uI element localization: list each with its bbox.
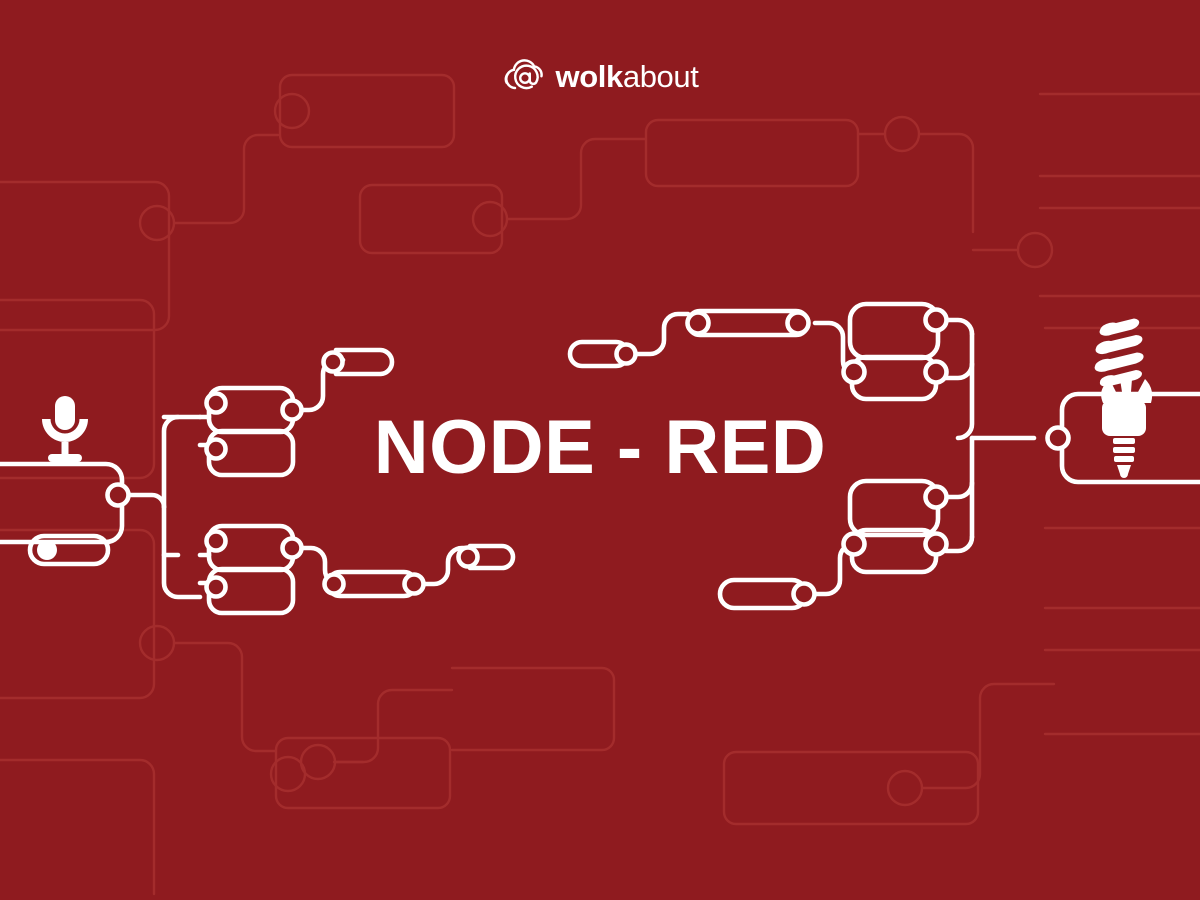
page-title: NODE - RED <box>373 405 827 490</box>
port-output-in <box>1045 425 1071 451</box>
port-branch-b-mid-out <box>402 572 426 596</box>
port-branch-a1-in <box>204 391 228 415</box>
port-branch-b1-in <box>204 529 228 553</box>
port-mid-wide-in <box>685 310 711 336</box>
brand-logo: wolkabout <box>0 52 1200 98</box>
port-branch-b-out-in <box>456 545 480 569</box>
node-upper-stack-1 <box>847 301 941 361</box>
port-lower-1-out <box>923 484 949 510</box>
port-upper-2-in <box>841 359 867 385</box>
brand-name-strong: wolk <box>555 58 624 94</box>
light-bulb-icon <box>1094 318 1153 478</box>
brand-name: wolkabout <box>556 61 699 92</box>
port-mid-source-out <box>614 342 638 366</box>
port-mid-wide-out <box>785 310 811 336</box>
node-branch-b-out <box>467 543 516 571</box>
port-branch-b-mid-in <box>322 572 346 596</box>
toggle-switch[interactable] <box>27 533 111 567</box>
port-lower-2-in <box>841 531 867 557</box>
port-branch-a1-out <box>280 398 304 422</box>
cloud-at-icon <box>504 59 543 90</box>
port-branch-b1-out <box>280 536 304 560</box>
port-upper-1-out <box>923 307 949 333</box>
node-branch-a-out <box>333 347 395 377</box>
port-branch-b2-in <box>204 575 228 599</box>
port-input-out <box>105 482 131 508</box>
microphone-icon <box>42 396 88 462</box>
port-lower-source-out <box>791 581 817 607</box>
brand-name-light: about <box>622 58 699 94</box>
port-lower-2-out <box>923 531 949 557</box>
port-upper-2-out <box>923 359 949 385</box>
port-branch-a-out-in <box>321 350 345 374</box>
node-lower-stack-1 <box>847 478 941 538</box>
port-branch-a2-in <box>204 437 228 461</box>
